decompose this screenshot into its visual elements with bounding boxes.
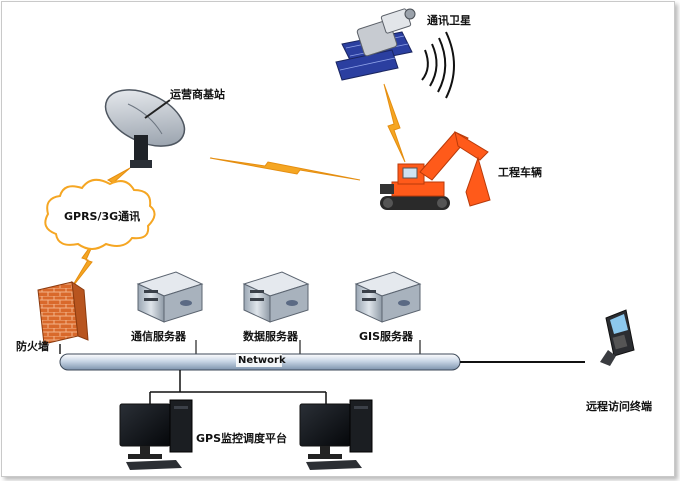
wireless-link-base-to-excavator — [209, 157, 361, 181]
comm-server-label: 通信服务器 — [131, 330, 186, 343]
wireless-link-satellite-to-excavator — [383, 83, 406, 163]
gis-server-label: GIS服务器 — [359, 330, 414, 343]
comm-server-icon — [136, 271, 204, 323]
gprs-cloud — [44, 178, 156, 250]
satellite-label: 通讯卫星 — [427, 14, 471, 27]
data-server-label: 数据服务器 — [243, 330, 298, 343]
remote-terminal-label: 远程访问终端 — [586, 400, 652, 413]
excavator-icon — [380, 130, 491, 210]
satellite-icon — [335, 8, 455, 99]
excavator-label: 工程车辆 — [498, 166, 542, 179]
network-label: Network — [238, 355, 286, 366]
workstation-1-icon — [119, 399, 193, 470]
data-server-icon — [242, 271, 310, 323]
firewall-label: 防火墙 — [16, 340, 49, 353]
gprs-label: GPRS/3G通讯 — [64, 210, 141, 223]
handheld-terminal-icon — [600, 309, 635, 366]
base-station-label: 运营商基站 — [170, 88, 225, 101]
firewall-icon — [37, 280, 89, 345]
gis-server-icon — [354, 271, 422, 323]
workstation-2-icon — [299, 399, 373, 470]
platform-label: GPS监控调度平台 — [196, 432, 288, 445]
base-station-dish-icon — [104, 89, 186, 168]
